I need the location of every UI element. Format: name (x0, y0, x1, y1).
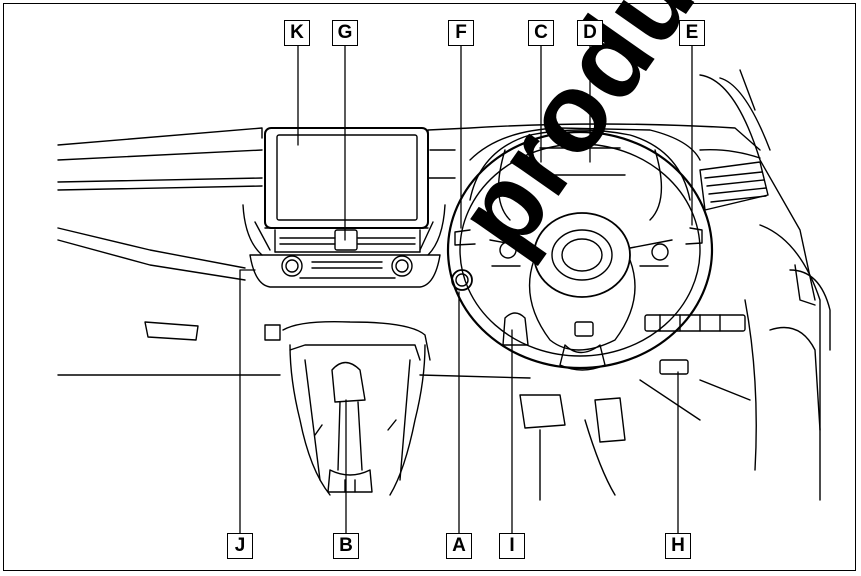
callout-d: D (577, 20, 603, 46)
callout-i: I (499, 533, 525, 559)
glovebox-handle (144, 321, 281, 341)
center-vents (242, 204, 446, 256)
callout-e: E (679, 20, 705, 46)
lower-right-switch-panel (644, 314, 746, 375)
figure-border (3, 3, 856, 571)
center-console (282, 321, 431, 496)
climate-panel (249, 254, 441, 288)
callout-c: C (528, 20, 554, 46)
callout-g: G (332, 20, 358, 46)
instrument-cluster (469, 127, 701, 221)
callout-k: K (284, 20, 310, 46)
center-display (264, 127, 429, 253)
callout-j: J (227, 533, 253, 559)
callout-b: B (333, 533, 359, 559)
leader-j (239, 269, 256, 534)
callout-f: F (448, 20, 474, 46)
door-and-pillar (699, 69, 831, 501)
dashboard-outline (57, 123, 761, 401)
engine-switch-and-pedals (451, 269, 701, 501)
right-vent (699, 148, 769, 211)
callout-leader-lines (239, 43, 693, 534)
callout-a: A (446, 533, 472, 559)
callout-h: H (665, 533, 691, 559)
steering-wheel (446, 129, 714, 371)
